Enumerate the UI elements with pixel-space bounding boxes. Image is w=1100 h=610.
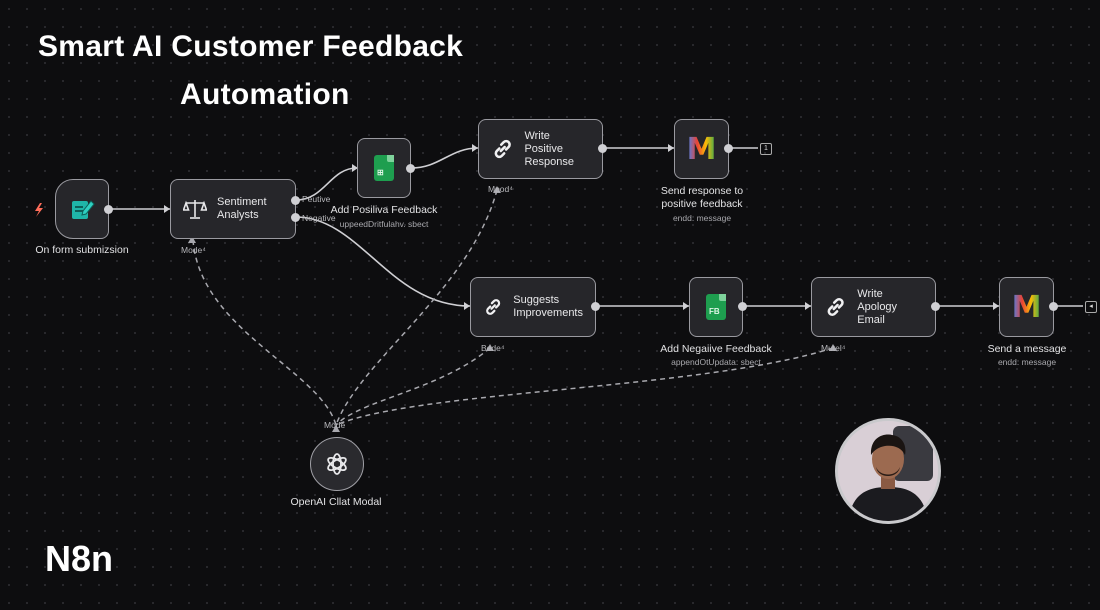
send-positive-sub: endd: message	[672, 213, 732, 223]
send-positive-node[interactable]: M	[674, 119, 729, 179]
gmail-icon: M	[686, 131, 717, 167]
suggests-label-line2: Improvements	[513, 307, 583, 319]
write-positive-label-line1: Write Positive	[524, 129, 563, 155]
apology-output-port[interactable]	[931, 302, 940, 311]
trigger-caption: On form submizsion	[35, 244, 129, 256]
suggests-node[interactable]: Suggests Improvements	[470, 277, 596, 337]
send-message-caption: Send a message	[987, 343, 1067, 355]
send-positive-end-icon[interactable]: 1	[760, 143, 772, 155]
wire-sentiment-addpositive	[295, 167, 358, 201]
apology-node[interactable]: Write Apology Email	[811, 277, 936, 337]
openai-node[interactable]	[310, 437, 364, 491]
send-message-output-port[interactable]	[1049, 302, 1058, 311]
send-positive-output-port[interactable]	[724, 144, 733, 153]
sentiment-positive-tag: Peutive	[302, 194, 331, 204]
google-sheets-icon: ⊞	[374, 155, 394, 181]
scales-icon	[183, 200, 207, 219]
send-message-end-icon[interactable]: ◂	[1085, 301, 1097, 313]
sentiment-label-line1: Sentiment	[217, 196, 267, 208]
apology-label-line2: Email	[857, 313, 885, 326]
suggests-model-tag: Bede⁴	[481, 343, 505, 353]
presenter-avatar-image	[838, 421, 938, 521]
form-edit-icon	[72, 200, 95, 219]
add-negative-caption: Add Negaiive Feedback	[660, 343, 772, 355]
add-negative-sub: appendOtUpdata: sbect	[671, 357, 761, 367]
write-positive-output-port[interactable]	[598, 144, 607, 153]
sentiment-negative-port[interactable]	[291, 213, 300, 222]
wire-sentiment-suggests	[295, 216, 471, 307]
send-positive-caption-line2: positive feedback	[661, 198, 743, 210]
dash-suggests-openai	[335, 347, 491, 426]
gmail-icon: M	[1011, 289, 1042, 325]
link-icon	[486, 299, 501, 315]
suggests-output-port[interactable]	[591, 302, 600, 311]
sentiment-negative-tag: Negative	[302, 213, 336, 223]
openai-icon	[327, 453, 347, 475]
add-positive-output-port[interactable]	[406, 164, 415, 173]
send-message-sub: endd: message	[997, 357, 1057, 367]
write-positive-node[interactable]: Write Positive Response	[478, 119, 603, 179]
google-sheets-icon: FB	[706, 294, 726, 320]
title-line-2: Automation	[180, 78, 350, 111]
wire-addpositive-writepositive	[410, 147, 479, 169]
dash-apology-openai	[335, 347, 834, 426]
write-positive-label-line2: Response	[524, 155, 574, 168]
sentiment-positive-port[interactable]	[291, 196, 300, 205]
add-positive-sub: uppeedDritfulahv. sbect	[339, 219, 429, 229]
suggests-label-line1: Suggests	[513, 294, 560, 306]
dash-sentiment-openai	[192, 239, 337, 426]
link-icon	[494, 139, 511, 159]
brand-label: N8n	[45, 538, 114, 579]
presenter-avatar	[835, 418, 941, 524]
trigger-node[interactable]	[55, 179, 109, 239]
sentiment-label-line2: Analysts	[217, 209, 259, 221]
link-icon	[827, 297, 844, 317]
dash-writepositive-openai	[335, 189, 498, 426]
trigger-bolt-icon	[35, 203, 43, 217]
title-line-1: Smart AI Customer Feedback	[38, 30, 464, 63]
add-positive-node[interactable]: ⊞	[357, 138, 411, 198]
sentiment-node[interactable]: Sentiment Analysts	[170, 179, 296, 239]
apology-model-tag: Mutel⁴	[821, 343, 846, 353]
add-negative-node[interactable]: FB	[689, 277, 743, 337]
trigger-output-port[interactable]	[104, 205, 113, 214]
sentiment-model-tag: Mode⁴	[181, 245, 206, 255]
send-positive-caption: Send response to positive feedback	[640, 185, 764, 211]
add-positive-caption: Add Posiliva Feedback	[330, 204, 438, 216]
apology-label-line1: Write Apology	[857, 287, 898, 313]
send-positive-caption-line1: Send response to	[660, 185, 744, 197]
openai-model-tag: Mode	[324, 420, 346, 430]
send-message-node[interactable]: M	[999, 277, 1054, 337]
add-negative-output-port[interactable]	[738, 302, 747, 311]
openai-caption: OpenAI Cllat Modal	[290, 496, 382, 508]
write-positive-model-tag: Mpod⁴	[488, 184, 513, 194]
